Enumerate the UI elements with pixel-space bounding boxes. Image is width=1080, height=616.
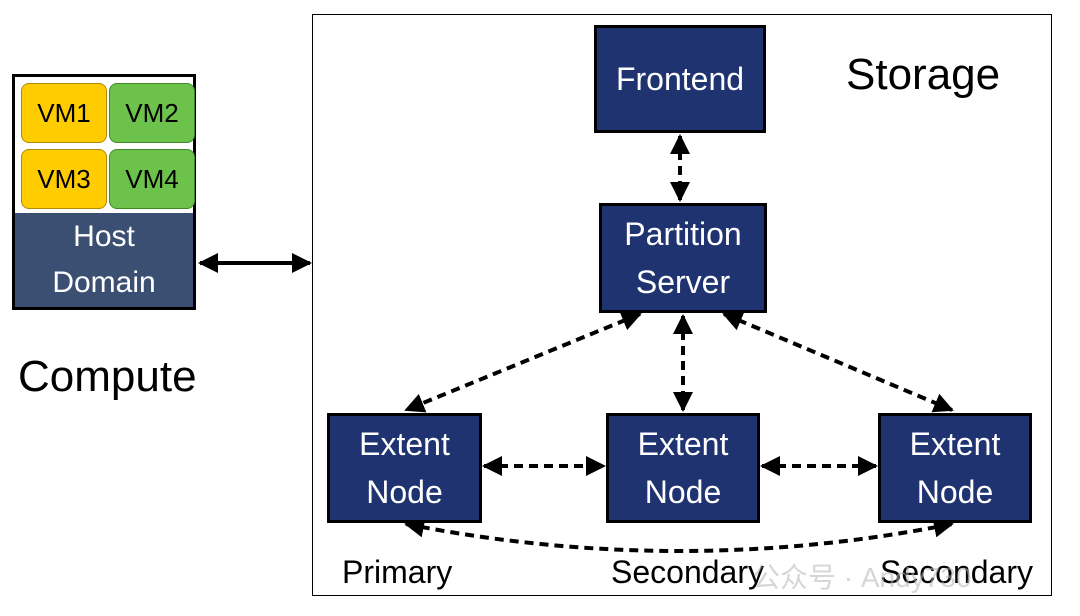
role-label-secondary-2: Secondary	[880, 554, 1033, 590]
extent-node-secondary-1: Extent Node	[606, 413, 760, 523]
vm1-box: VM1	[21, 83, 107, 143]
vm2-box: VM2	[109, 83, 195, 143]
storage-label: Storage	[846, 50, 1001, 99]
extent-node-primary: Extent Node	[327, 413, 482, 523]
vm4-box: VM4	[109, 149, 195, 209]
partition-primary-arrow	[404, 311, 642, 413]
extent-node-secondary-2-line1: Extent	[909, 426, 1001, 462]
extent-node-secondary-1-line1: Extent	[637, 426, 729, 462]
frontend-label: Frontend	[615, 61, 745, 97]
primary-secondary2-arc	[404, 517, 954, 553]
compute-host-box: VM1 VM2 VM3 VM4 Host Domain	[12, 74, 196, 310]
extent-node-primary-line1: Extent	[359, 426, 450, 462]
compute-label: Compute	[18, 352, 197, 401]
role-label-primary: Primary	[342, 554, 453, 590]
extent-node-secondary-1-line2: Node	[644, 474, 722, 510]
extent-node-secondary-2: Extent Node	[878, 413, 1032, 523]
role-label-secondary-1: Secondary	[611, 554, 764, 590]
partition-server-line2: Server	[635, 264, 731, 300]
storage-frame	[312, 14, 1052, 596]
watermark-text: 公众号 · Andy730	[752, 562, 972, 593]
frontend-node: Frontend	[594, 25, 766, 133]
partition-server-line1: Partition	[624, 216, 742, 252]
partition-server-node: Partition Server	[599, 203, 767, 313]
host-domain-line2: Domain	[52, 266, 156, 299]
host-domain-line1: Host	[73, 220, 135, 253]
extent-node-primary-line2: Node	[366, 474, 443, 510]
partition-secondary2-arrow	[722, 311, 954, 413]
extent-node-secondary-2-line2: Node	[916, 474, 994, 510]
vm3-box: VM3	[21, 149, 107, 209]
host-domain-box: Host Domain	[15, 213, 193, 307]
